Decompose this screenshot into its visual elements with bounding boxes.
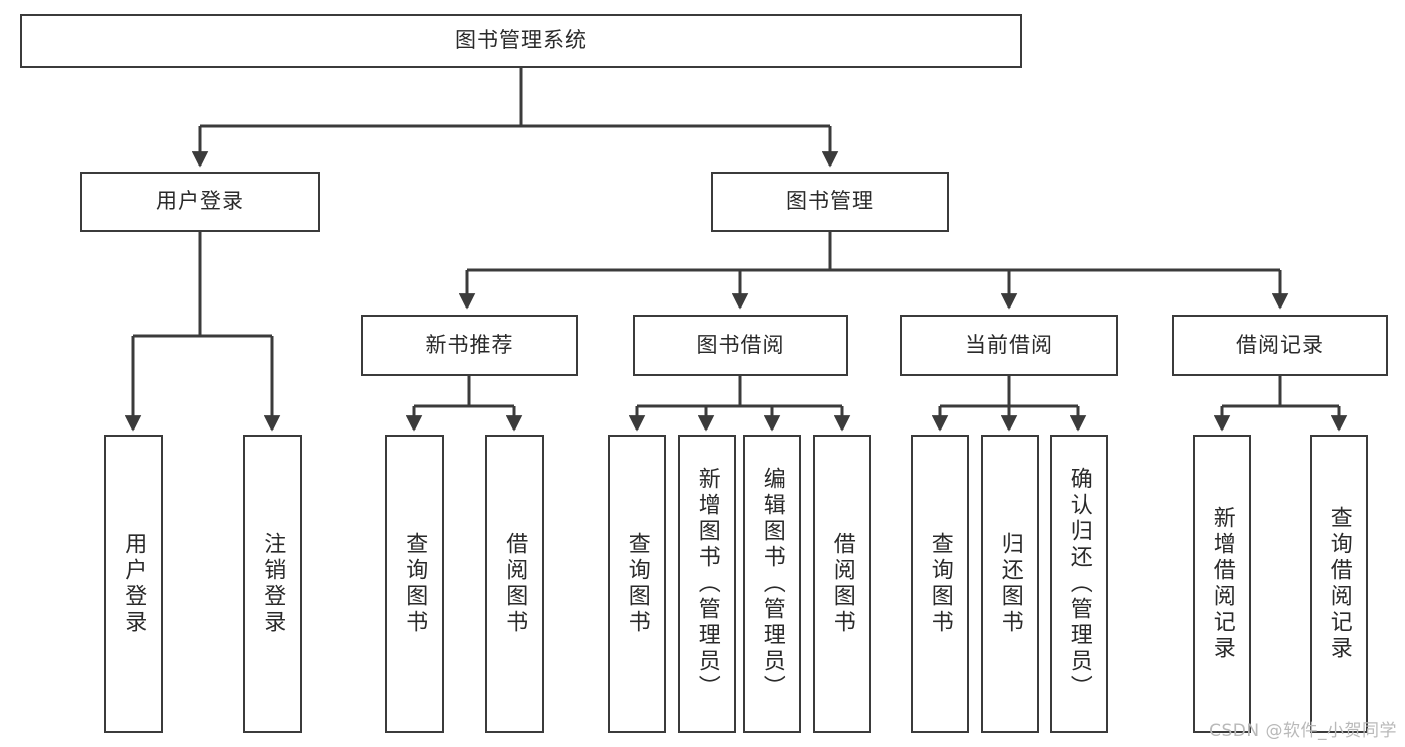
node-book-borrow[interactable]: 图书借阅 — [633, 315, 848, 376]
node-root[interactable]: 图书管理系统 — [20, 14, 1022, 68]
node-leaf-query-book-2[interactable]: 查询图书 — [608, 435, 666, 733]
node-leaf-add-book-admin[interactable]: 新增图书（管理员） — [678, 435, 736, 733]
node-leaf-borrow-book-2-label: 借阅图书 — [829, 532, 855, 636]
node-leaf-return-book-label: 归还图书 — [997, 532, 1023, 636]
node-leaf-return-book[interactable]: 归还图书 — [981, 435, 1039, 733]
node-book-manage[interactable]: 图书管理 — [711, 172, 949, 232]
node-leaf-borrow-book-1[interactable]: 借阅图书 — [485, 435, 544, 733]
node-leaf-query-borrow-record[interactable]: 查询借阅记录 — [1310, 435, 1368, 733]
node-leaf-logout-login[interactable]: 注销登录 — [243, 435, 302, 733]
node-user-login[interactable]: 用户登录 — [80, 172, 320, 232]
node-leaf-add-book-admin-label: 新增图书（管理员） — [694, 467, 720, 701]
node-user-login-label: 用户登录 — [156, 189, 244, 214]
node-leaf-query-book-1-label: 查询图书 — [402, 532, 428, 636]
node-leaf-borrow-book-2[interactable]: 借阅图书 — [813, 435, 871, 733]
node-leaf-query-book-3-label: 查询图书 — [927, 532, 953, 636]
node-leaf-logout-login-label: 注销登录 — [260, 532, 286, 636]
node-leaf-borrow-book-1-label: 借阅图书 — [502, 532, 528, 636]
node-book-manage-label: 图书管理 — [786, 189, 874, 214]
node-leaf-add-borrow-record-label: 新增借阅记录 — [1209, 506, 1235, 662]
node-leaf-edit-book-admin[interactable]: 编辑图书（管理员） — [743, 435, 801, 733]
node-new-book-recommend[interactable]: 新书推荐 — [361, 315, 578, 376]
node-leaf-edit-book-admin-label: 编辑图书（管理员） — [759, 467, 785, 701]
node-new-book-recommend-label: 新书推荐 — [425, 332, 514, 357]
node-leaf-query-book-2-label: 查询图书 — [624, 532, 650, 636]
node-current-borrow[interactable]: 当前借阅 — [900, 315, 1118, 376]
node-borrow-record-label: 借阅记录 — [1236, 332, 1324, 357]
node-borrow-record[interactable]: 借阅记录 — [1172, 315, 1388, 376]
node-leaf-query-book-3[interactable]: 查询图书 — [911, 435, 969, 733]
node-leaf-query-book-1[interactable]: 查询图书 — [385, 435, 444, 733]
node-leaf-confirm-return-admin-label: 确认归还（管理员） — [1066, 467, 1092, 701]
node-leaf-user-login-label: 用户登录 — [121, 532, 147, 636]
node-leaf-add-borrow-record[interactable]: 新增借阅记录 — [1193, 435, 1251, 733]
node-leaf-confirm-return-admin[interactable]: 确认归还（管理员） — [1050, 435, 1108, 733]
node-leaf-user-login[interactable]: 用户登录 — [104, 435, 163, 733]
node-book-borrow-label: 图书借阅 — [696, 332, 785, 357]
node-leaf-query-borrow-record-label: 查询借阅记录 — [1326, 506, 1352, 662]
watermark-text: CSDN @软件_小贺同学 — [1209, 721, 1397, 741]
node-root-label: 图书管理系统 — [455, 28, 587, 53]
node-current-borrow-label: 当前借阅 — [965, 332, 1053, 357]
